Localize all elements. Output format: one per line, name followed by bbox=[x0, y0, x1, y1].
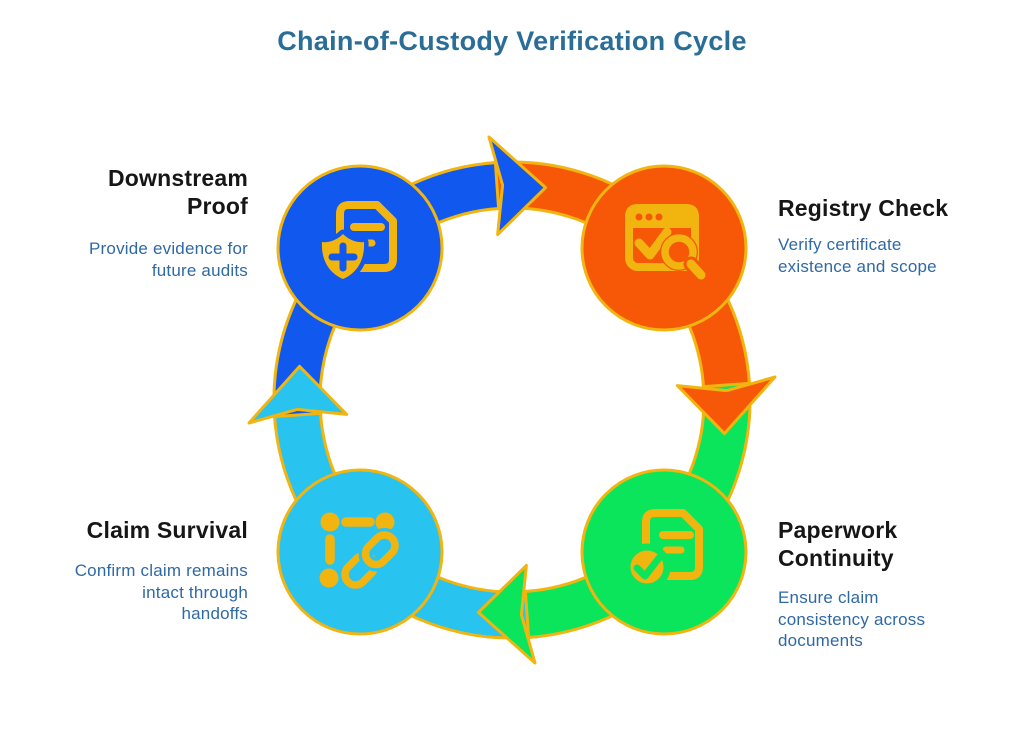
step-title: Claim Survival bbox=[86, 517, 248, 543]
arrowhead-registry-to-paperwork bbox=[675, 375, 777, 436]
document-check-icon bbox=[623, 509, 703, 591]
linked-nodes-chain-icon bbox=[319, 512, 402, 589]
browser-search-check-icon bbox=[625, 204, 709, 283]
arrowhead-downstream-to-registry bbox=[487, 135, 548, 237]
arrowhead-paperwork-to-claim bbox=[476, 563, 537, 665]
arrowhead-claim-to-downstream bbox=[247, 364, 349, 425]
diagram-title: Chain-of-Custody Verification Cycle bbox=[277, 26, 747, 56]
step-title: Registry Check bbox=[778, 195, 949, 221]
document-shield-plus-icon bbox=[317, 201, 397, 284]
